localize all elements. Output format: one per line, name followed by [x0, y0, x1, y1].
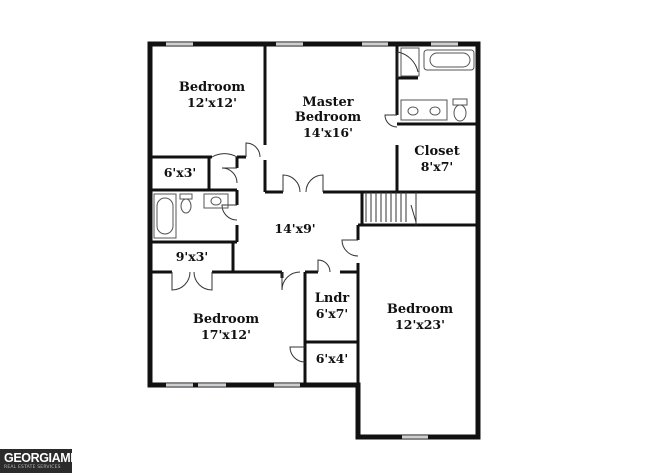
room-dimensions: 6'x3': [163, 165, 197, 180]
room-dimensions: 6'x7': [315, 306, 349, 321]
laundry-label: Lndr 6'x7': [309, 291, 355, 321]
georgia-mls-logo: GEORGIAMLS REAL ESTATE SERVICES: [0, 449, 86, 473]
bedroom-se-label: Bedroom 12'x23': [380, 302, 460, 332]
room-name-line2: Bedroom: [294, 110, 362, 125]
closet-sw-label: 6'x4': [309, 351, 355, 366]
room-name: Bedroom: [178, 80, 246, 95]
interior-walls: [150, 44, 478, 437]
bath-closet-label: 9'x3': [162, 249, 222, 264]
room-dimensions: 9'x3': [175, 249, 209, 264]
fixtures: [153, 47, 475, 239]
closet-small-label: 6'x3': [155, 165, 205, 180]
room-dimensions: 8'x7': [420, 159, 454, 174]
room-dimensions: 17'x12': [201, 327, 251, 342]
bedroom-nw-label: Bedroom 12'x12': [172, 80, 252, 110]
room-dimensions: 6'x4': [315, 351, 349, 366]
room-dimensions: 14'x16': [303, 125, 353, 140]
logo-tagline: REAL ESTATE SERVICES: [4, 465, 61, 470]
room-dimensions: 12'x23': [395, 317, 445, 332]
room-name-line1: Master: [302, 95, 354, 110]
bedroom-sw-label: Bedroom 17'x12': [186, 312, 266, 342]
room-name: Closet: [414, 144, 460, 159]
room-name: Bedroom: [386, 302, 454, 317]
room-name: Bedroom: [192, 312, 260, 327]
stairs: [365, 192, 417, 225]
door-swings: [171, 51, 419, 363]
logo-brand: GEORGIAMLS: [4, 451, 86, 465]
room-dimensions: 12'x12': [187, 95, 237, 110]
closet-label: Closet 8'x7': [402, 144, 472, 174]
window-sills: [166, 43, 458, 438]
room-dimensions: 14'x9': [274, 221, 316, 236]
hall-label: 14'x9': [260, 221, 330, 236]
master-bedroom-label: Master Bedroom 14'x16': [288, 95, 368, 140]
room-name: Lndr: [314, 291, 350, 306]
